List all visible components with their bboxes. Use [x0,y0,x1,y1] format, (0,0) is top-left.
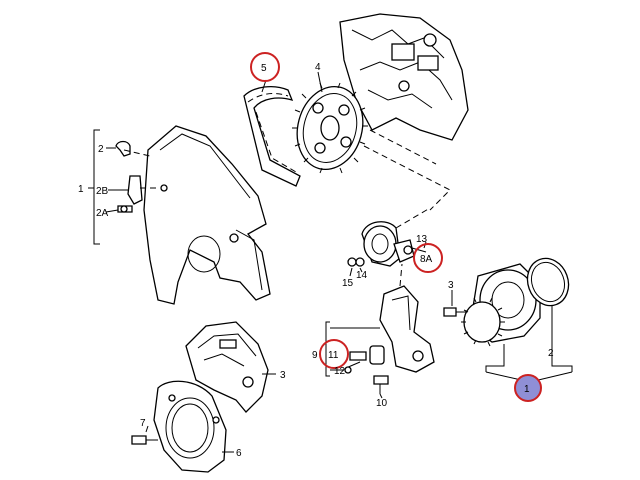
label-15: 15 [342,278,354,289]
engine-block [339,13,469,141]
label-2: 2 [98,144,104,155]
label-3-pump: 3 [448,280,454,291]
idler-bracket [325,263,435,394]
water-pump [443,257,573,383]
label-2b: 2B [96,186,109,197]
callout-ring-1-highlighted [514,374,542,402]
left-group-bracket [88,129,160,245]
label-12: 12 [334,366,346,377]
label-6: 6 [236,448,242,459]
label-10: 10 [376,398,388,409]
tensioner-pulley [347,207,431,267]
label-2-gasket: 2 [548,348,554,359]
label-13: 13 [416,234,428,245]
timing-belt-upper-cover [143,125,271,305]
callout-ring-11 [319,339,349,369]
label-7: 7 [140,418,146,429]
label-9: 9 [312,350,318,361]
label-5: 5 [261,63,267,74]
camshaft-sprocket [292,82,368,174]
label-1-water-pump: 1 [524,384,530,395]
assembly-guide-lines [363,129,451,211]
lower-rear-cover [185,321,276,413]
lower-front-cover [131,380,234,473]
label-14: 14 [356,270,368,281]
cover-clip-parts [115,140,143,213]
label-2a: 2A [96,208,109,219]
callout-ring-5 [250,52,280,82]
leader-lines [145,71,453,433]
label-8a: 8A [420,254,433,265]
label-3-cover: 3 [280,370,286,381]
label-11: 11 [328,350,339,361]
timing-belt-segment [243,85,301,187]
label-1-left: 1 [78,184,84,195]
callout-ring-8a [413,243,443,273]
label-4: 4 [315,62,321,73]
